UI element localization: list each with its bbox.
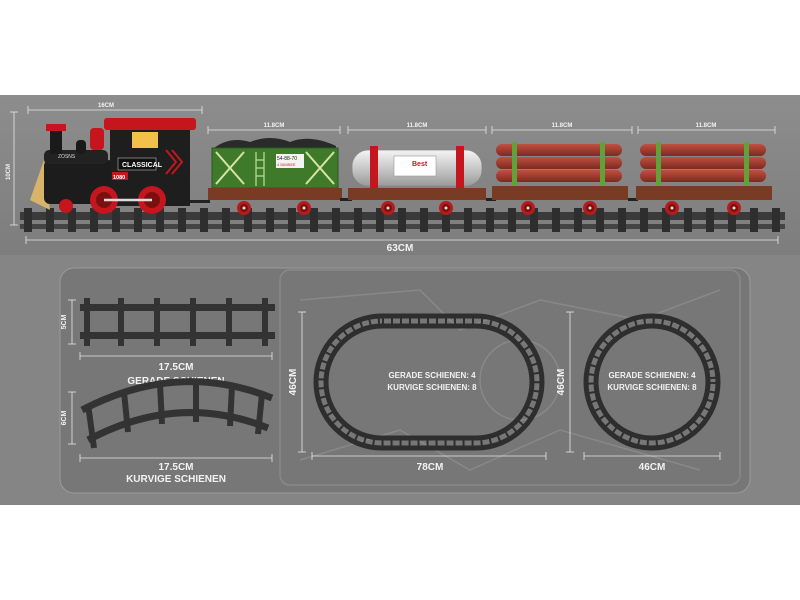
track-sleeper (68, 208, 76, 232)
track-sleeper (376, 208, 384, 232)
circle-line-1: GERADE SCHIENEN: 4 (608, 371, 696, 380)
oval-line-1: GERADE SCHIENEN: 4 (388, 371, 476, 380)
tank-wagon: Best (348, 146, 486, 215)
top-track (20, 208, 785, 232)
track-sleeper (596, 208, 604, 232)
locomotive: CLASSICAL 1080 ZOSNS (30, 118, 196, 214)
curved-height-label: 6CM (61, 410, 68, 425)
track-sleeper (310, 208, 318, 232)
loco-height-label: 10CM (6, 164, 12, 180)
track-sleeper (178, 208, 186, 232)
track-sleeper (552, 208, 560, 232)
straight-height-label: 5CM (61, 314, 68, 329)
side-text: ZOSNS (58, 154, 76, 160)
wagon-2-length-label: 11.8CM (407, 123, 428, 129)
track-sleeper (530, 208, 538, 232)
track-sleeper (618, 208, 626, 232)
track-sleeper (288, 208, 296, 232)
log-wagon-2 (636, 142, 772, 215)
name-plate: CLASSICAL (122, 162, 163, 169)
track-sleeper (574, 208, 582, 232)
track-sleeper (112, 208, 120, 232)
circle-track-layout (583, 313, 721, 451)
log-wagon-1 (492, 142, 628, 215)
coal-load (214, 138, 336, 150)
track-sleeper (508, 208, 516, 232)
track-sleeper (772, 208, 780, 232)
bottom-inner-panel (59, 267, 751, 494)
track-sleeper (354, 208, 362, 232)
track-sleeper (750, 208, 758, 232)
curved-track-piece (80, 378, 274, 449)
tank-wagon-text: Best (412, 161, 428, 168)
wagon-1-length-label: 11.8CM (264, 123, 285, 129)
top-dimensions (10, 106, 779, 244)
straight-track-piece (80, 298, 275, 346)
curved-name: KURVIGE SCHIENEN (126, 474, 226, 485)
track-sleeper (266, 208, 274, 232)
track-sleeper (46, 208, 54, 232)
track-sleeper (398, 208, 406, 232)
track-sleeper (420, 208, 428, 232)
loco-width-label: 16CM (98, 103, 114, 109)
track-sleeper (244, 208, 252, 232)
track-sleeper (640, 208, 648, 232)
curved-length-label: 17.5CM (158, 462, 193, 473)
oval-width-label: 78CM (417, 462, 444, 473)
track-sleeper (134, 208, 142, 232)
wagon-4-length-label: 11.8CM (696, 123, 717, 129)
chimney (50, 128, 62, 154)
track-sleeper (200, 208, 208, 232)
coal-wagon-sub: 4 DIMSEE (277, 162, 296, 167)
track-sleeper (662, 208, 670, 232)
straight-length-label: 17.5CM (158, 362, 193, 373)
circle-height-label: 46CM (556, 369, 567, 396)
track-sleeper (24, 208, 32, 232)
coal-wagon: 54-88-70 4 DIMSEE (208, 138, 342, 215)
track-sleeper (222, 208, 230, 232)
track-sleeper (464, 208, 472, 232)
coal-wagon-code: 54-88-70 (277, 156, 297, 162)
oval-track-layout (313, 313, 545, 451)
track-sleeper (684, 208, 692, 232)
track-sleeper (90, 208, 98, 232)
track-sleeper (156, 208, 164, 232)
oval-height-label: 46CM (288, 369, 299, 396)
track-sleeper (728, 208, 736, 232)
circle-width-label: 46CM (639, 462, 666, 473)
track-sleeper (442, 208, 450, 232)
track-sleeper (706, 208, 714, 232)
oval-line-2: KURVIGE SCHIENEN: 8 (387, 383, 477, 392)
wagon-3-length-label: 11.8CM (552, 123, 573, 129)
number-plate: 1080 (113, 175, 125, 181)
loco-wheels (59, 186, 166, 214)
total-length-label: 63CM (387, 243, 414, 254)
track-sleeper (486, 208, 494, 232)
track-sleeper (332, 208, 340, 232)
circle-line-2: KURVIGE SCHIENEN: 8 (607, 383, 697, 392)
